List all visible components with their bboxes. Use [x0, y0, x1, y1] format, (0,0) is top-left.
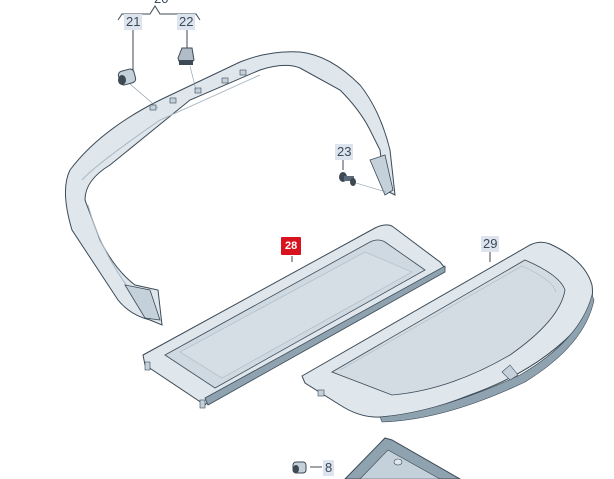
part-label-8[interactable]: 8 — [323, 460, 335, 476]
part-label-22[interactable]: 22 — [177, 14, 196, 30]
part-label-23[interactable]: 23 — [335, 144, 354, 160]
part-28-panel[interactable] — [142, 224, 446, 409]
part-8-clip-nut[interactable] — [292, 461, 307, 474]
trim-frame-part[interactable] — [65, 51, 396, 326]
part-21-clip[interactable] — [117, 68, 159, 109]
part-label-29[interactable]: 29 — [481, 236, 500, 252]
group-bracket — [117, 5, 491, 468]
part-23-rivet[interactable] — [339, 172, 387, 193]
part-label-28-selected[interactable]: 28 — [281, 237, 302, 255]
group-label-top[interactable]: 20 — [152, 0, 170, 7]
part-29-cover[interactable] — [301, 241, 595, 423]
part-label-21[interactable]: 21 — [124, 14, 143, 30]
lower-trim-part[interactable] — [344, 437, 462, 479]
part-22-clip[interactable] — [177, 47, 197, 91]
